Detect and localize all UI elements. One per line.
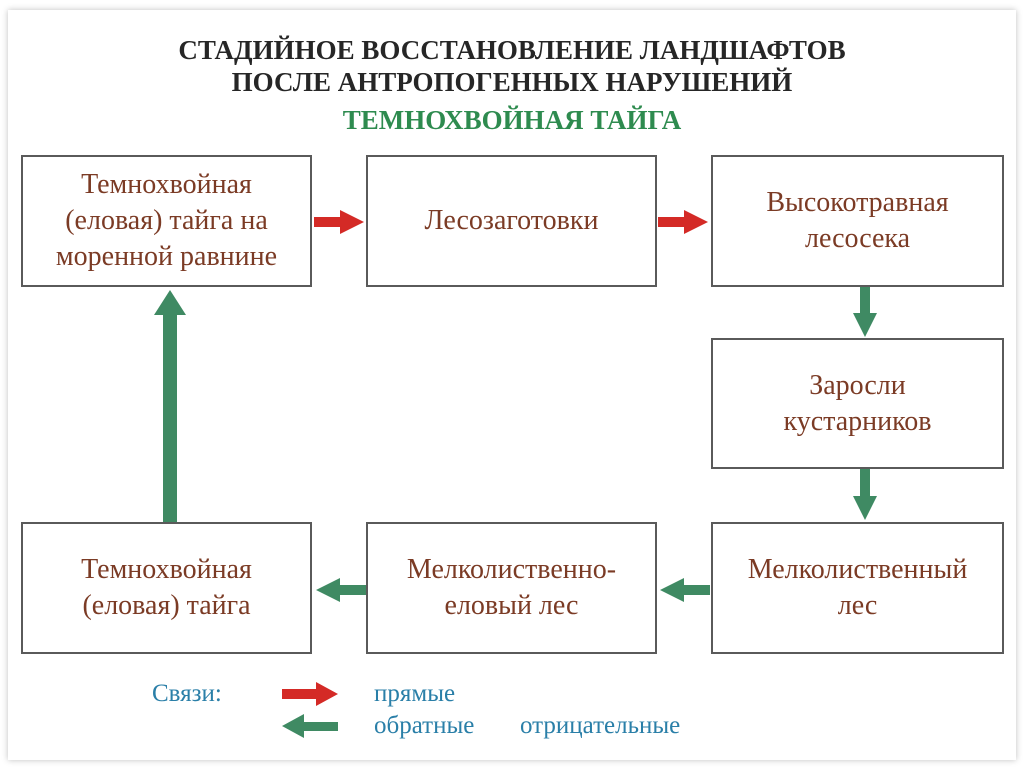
title-line-1: СТАДИЙНОЕ ВОССТАНОВЛЕНИЕ ЛАНДШАФТОВ	[178, 35, 846, 65]
node-moraine-taiga: Темнохвойная (еловая) тайга на моренной …	[21, 155, 312, 287]
node-spruce-taiga: Темнохвойная (еловая) тайга	[21, 522, 312, 654]
title-line-2: ПОСЛЕ АНТРОПОГЕННЫХ НАРУШЕНИЙ	[231, 67, 793, 97]
arrow-shrubs-to-small-leaved	[853, 469, 877, 520]
arrow-small-leaved-to-mixed	[660, 578, 710, 602]
legend-direct-arrow	[282, 682, 338, 706]
arrow-clearing-to-shrubs	[853, 287, 877, 337]
arrow-moraine-to-logging	[314, 210, 364, 234]
arrow-logging-to-clearing	[658, 210, 708, 234]
node-small-leaved-spruce-forest: Мелколиственно- еловый лес	[366, 522, 657, 654]
legend-reverse-label: обратные	[374, 712, 475, 739]
node-shrub-thickets: Заросли кустарников	[711, 338, 1004, 469]
legend-negative-label: отрицательные	[520, 712, 681, 739]
node-tall-grass-clearing: Высокотравная лесосека	[711, 155, 1004, 287]
legend-direct-label: прямые	[374, 680, 456, 707]
legend-reverse-arrow	[282, 714, 338, 738]
arrow-mixed-to-taiga	[316, 578, 366, 602]
node-logging: Лесозаготовки	[366, 155, 657, 287]
subtitle: ТЕМНОХВОЙНАЯ ТАЙГА	[342, 105, 682, 135]
arrow-taiga-to-moraine	[154, 290, 186, 522]
legend-label: Связи:	[152, 680, 222, 707]
node-small-leaved-forest: Мелколиственный лес	[711, 522, 1004, 654]
